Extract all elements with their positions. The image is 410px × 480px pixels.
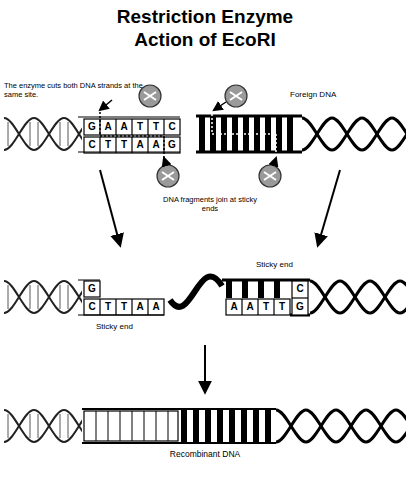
host-sticky-end	[78, 280, 164, 315]
caption: Recombinant DNA	[140, 450, 270, 460]
base-letter: C	[292, 281, 308, 297]
base-letter: A	[100, 119, 116, 135]
base-letter: T	[100, 299, 116, 315]
base-letter: G	[84, 119, 100, 135]
base-letter: T	[148, 119, 164, 135]
base-letter: C	[84, 299, 100, 315]
foreign-dna-label: Foreign DNA	[290, 90, 370, 99]
step-note: DNA fragments join at sticky ends	[160, 196, 260, 213]
base-letter: T	[132, 119, 148, 135]
enzyme-note: The enzyme cuts both DNA strands at the …	[4, 82, 144, 99]
base-letter: A	[148, 137, 164, 153]
enzyme	[100, 85, 281, 187]
base-letter: T	[116, 299, 132, 315]
base-letter: G	[292, 299, 308, 315]
base-letter: G	[84, 281, 100, 297]
foreign-dna-helix	[310, 279, 406, 315]
foreign-dna-helix	[276, 408, 406, 444]
base-letter: A	[242, 299, 258, 315]
dna-helix	[4, 279, 82, 315]
base-letter: T	[116, 137, 132, 153]
base-letter: A	[132, 137, 148, 153]
title: Restriction Enzyme Action of EcoRI	[90, 6, 320, 52]
dna-helix	[4, 116, 82, 152]
base-letter: T	[100, 137, 116, 153]
dna-helix	[4, 408, 82, 444]
base-letter: C	[84, 137, 100, 153]
sticky-end-label: Sticky end	[256, 260, 326, 269]
step-arrow	[100, 170, 340, 392]
recognition-site	[78, 112, 180, 158]
base-letter: A	[148, 299, 164, 315]
base-letter: G	[164, 137, 180, 153]
base-letter: T	[258, 299, 274, 315]
base-letter: T	[274, 299, 290, 315]
base-letter: A	[226, 299, 242, 315]
joining-strand	[170, 276, 222, 306]
sticky-end-label: Sticky end	[96, 322, 166, 331]
base-letter: A	[132, 299, 148, 315]
foreign-sticky-end	[222, 280, 310, 315]
base-letter: A	[116, 119, 132, 135]
recombinant-ladder	[82, 409, 276, 443]
foreign-dna-helix	[302, 116, 406, 152]
foreign-dna-ladder	[196, 110, 302, 158]
base-letter: C	[164, 119, 180, 135]
